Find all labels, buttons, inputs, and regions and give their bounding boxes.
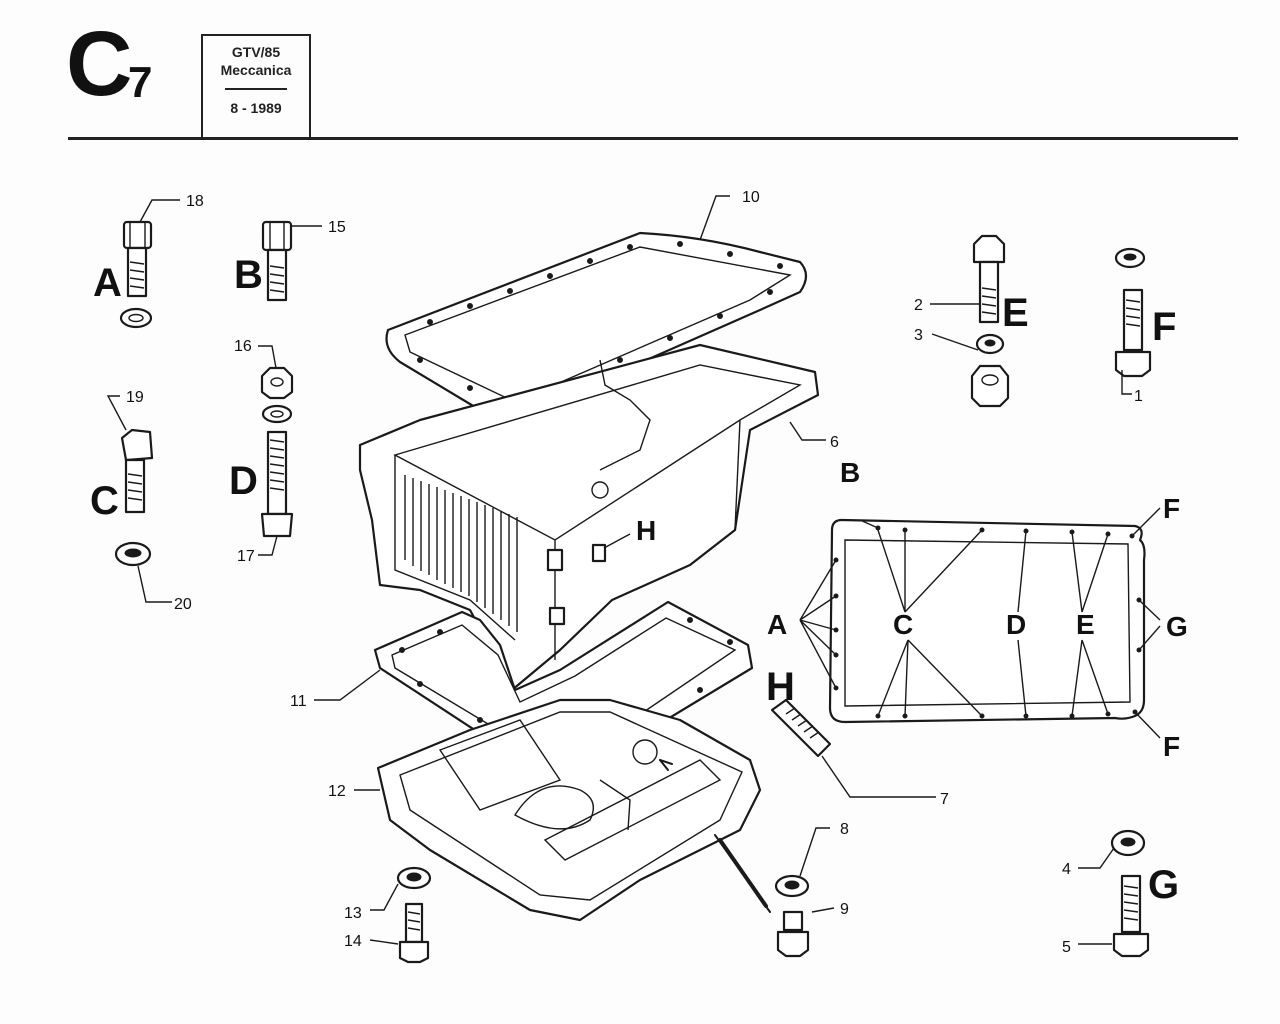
bolt-2 <box>972 234 1006 324</box>
washer-d <box>261 404 293 424</box>
fastener-letter-e: E <box>1002 291 1029 335</box>
edition-date: 8 - 1989 <box>230 100 282 116</box>
drain-plug-9 <box>776 910 810 958</box>
info-divider <box>225 88 287 90</box>
stud-h <box>770 698 832 758</box>
pan-label-h: H <box>636 515 656 546</box>
layout-label-f-top: F <box>1163 493 1180 524</box>
washer-3 <box>975 333 1005 355</box>
callout-11: 11 <box>290 693 307 710</box>
bolt-18 <box>122 220 153 298</box>
section-letter: C <box>66 13 132 115</box>
lower-oil-pan-part-12 <box>376 698 771 922</box>
callout-4: 4 <box>1062 861 1071 878</box>
gasket-layout-letters: B A C D E F G F <box>767 457 1188 762</box>
callout-numbers: 18 15 10 16 17 19 20 2 3 1 6 11 12 13 14… <box>126 189 1143 956</box>
callout-19: 19 <box>126 389 144 406</box>
layout-label-d: D <box>1006 609 1026 640</box>
fastener-letter-d: D <box>229 459 258 503</box>
washer-8 <box>774 874 810 898</box>
bolt-15 <box>261 220 293 302</box>
fastener-letter-f: F <box>1152 305 1176 349</box>
fastener-letter-h: H <box>766 665 795 709</box>
fastener-letter-b: B <box>234 253 263 297</box>
callout-15: 15 <box>328 219 346 236</box>
bolt-5 <box>1112 874 1150 958</box>
layout-label-c: C <box>893 609 913 640</box>
leader-lines <box>106 195 1132 945</box>
upper-gasket-part-10 <box>385 231 808 420</box>
header-rule <box>68 137 1238 140</box>
washer-f <box>1114 247 1146 269</box>
model-info-box: GTV/85 Meccanica 8 - 1989 <box>201 34 311 138</box>
callout-17: 17 <box>237 548 255 565</box>
callout-12: 12 <box>328 783 346 800</box>
sump-body-part-6 <box>358 343 820 692</box>
callout-14: 14 <box>344 933 362 950</box>
washer-4 <box>1110 829 1146 857</box>
washer-13 <box>396 866 432 890</box>
model-name: GTV/85 <box>231 44 281 60</box>
bolt-14 <box>398 902 430 964</box>
callout-1: 1 <box>1134 388 1143 405</box>
section-code: C 7 <box>66 18 152 110</box>
callout-20: 20 <box>174 596 192 613</box>
washer-20 <box>114 541 152 567</box>
callout-2: 2 <box>914 297 923 314</box>
category-name: Meccanica <box>220 62 292 78</box>
callout-9: 9 <box>840 901 849 918</box>
layout-label-a: A <box>767 609 787 640</box>
callout-6: 6 <box>830 434 839 451</box>
layout-label-g: G <box>1166 611 1188 642</box>
callout-13: 13 <box>344 905 362 922</box>
callout-8: 8 <box>840 821 849 838</box>
fastener-letter-a: A <box>93 261 122 305</box>
fastener-letter-c: C <box>90 479 119 523</box>
callout-10: 10 <box>742 189 760 206</box>
fastener-letters: A B C D E F G H H <box>90 253 1179 907</box>
nut-e <box>970 364 1010 408</box>
bolt-19 <box>120 428 154 514</box>
gasket-fastener-layout <box>799 507 1161 739</box>
callout-18: 18 <box>186 193 204 210</box>
layout-label-b: B <box>840 457 860 488</box>
callout-7: 7 <box>940 791 949 808</box>
section-number: 7 <box>128 58 153 107</box>
layout-label-f-bottom: F <box>1163 731 1180 762</box>
nut-16 <box>260 366 294 400</box>
washer-under-bolt-18 <box>119 307 153 329</box>
callout-5: 5 <box>1062 939 1071 956</box>
layout-label-e: E <box>1076 609 1095 640</box>
bolt-1 <box>1114 288 1152 378</box>
stud-17 <box>260 430 294 538</box>
callout-3: 3 <box>914 327 923 344</box>
callout-16: 16 <box>234 338 252 355</box>
fastener-letter-g: G <box>1148 863 1179 907</box>
